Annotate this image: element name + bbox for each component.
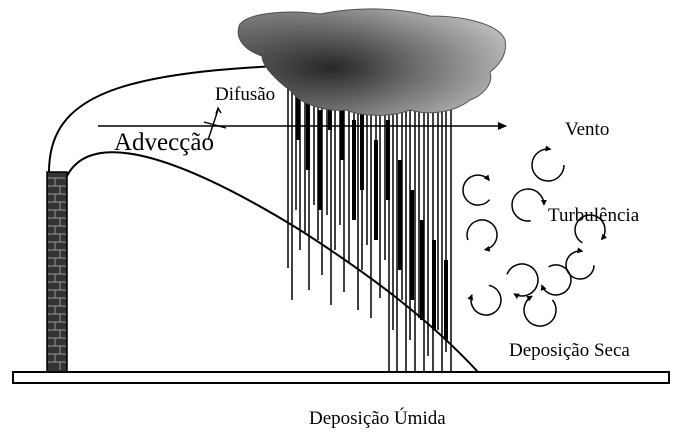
eddy-arrow <box>523 295 557 327</box>
rain-heavy-streak <box>360 100 364 190</box>
rain-heavy-streak <box>340 70 344 160</box>
label-deposicao-umida: Deposição Úmida <box>309 407 446 429</box>
rain-heavy-streak <box>296 90 300 140</box>
eddy-arrow <box>466 219 498 252</box>
label-difusao: Difusão <box>215 84 275 105</box>
label-deposicao-seca: Deposição Seca <box>509 340 630 361</box>
rain-heavy-streak <box>318 110 322 210</box>
label-adveccao: Advecção <box>114 129 214 156</box>
diffusion-arrows <box>203 106 227 141</box>
rain-heavy-streak <box>420 220 424 320</box>
rain-heavy-streak <box>398 160 402 270</box>
rain-heavy-streak <box>410 190 414 300</box>
label-turbulencia: Turbulência <box>548 205 640 226</box>
rain-heavy-streak <box>444 260 448 340</box>
label-vento: Vento <box>565 119 609 140</box>
eddy-arrow <box>565 247 595 280</box>
turbulence-eddies <box>462 145 608 327</box>
eddy-arrow <box>574 214 608 244</box>
rain-heavy-streak <box>432 240 436 330</box>
rain-heavy-streak <box>328 95 332 130</box>
rain-heavy-streak <box>374 140 378 240</box>
rain-heavy-streak <box>306 80 310 170</box>
eddy-arrow <box>506 263 539 299</box>
ground-base <box>12 371 670 384</box>
eddy-arrow <box>511 188 547 222</box>
rain-heavy-streak <box>352 120 356 220</box>
eddy-arrow <box>531 145 565 182</box>
eddy-arrow <box>467 284 502 316</box>
chimney <box>46 171 68 373</box>
eddy-arrow <box>462 174 491 206</box>
cloud <box>237 8 507 116</box>
rain-heavy-streak <box>386 120 390 200</box>
eddy-arrow <box>540 264 572 296</box>
